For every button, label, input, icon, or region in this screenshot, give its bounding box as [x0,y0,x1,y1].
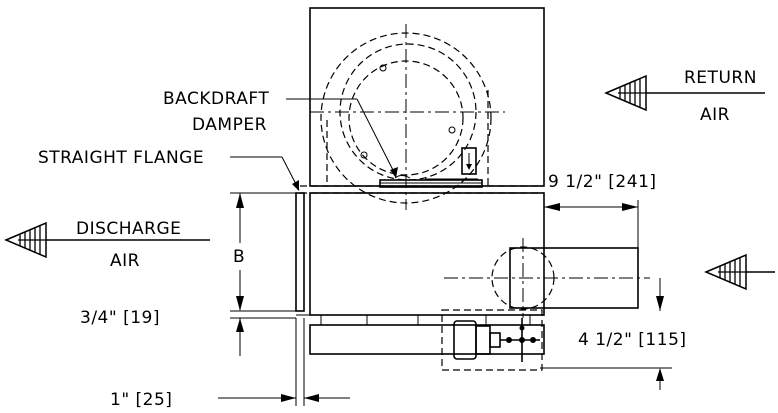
discharge-air-arrow-icon [5,222,47,258]
dimension-4-half-label: 4 1/2" [115] [578,330,687,350]
straight-flange-label: STRAIGHT FLANGE [38,148,204,168]
fan-cabinet-outline [309,7,545,187]
bolt-icon [379,64,387,72]
heater-housing [441,309,543,371]
return-air-arrow-icon [605,75,647,111]
return-air-label-line2: AIR [700,105,730,125]
return-air-label-line1: RETURN [684,68,757,88]
lower-cabinet-outline [309,192,545,316]
dimension-3-4-label: 3/4" [19] [80,308,160,328]
backdraft-damper-label-line2: DAMPER [192,115,267,135]
dimension-b-label: B [233,247,245,267]
base-rail [309,324,545,355]
dimension-9-half-label: 9 1/2" [241] [548,172,657,192]
dimension-1-label: 1" [25] [110,390,172,410]
backdraft-damper-label-line1: BACKDRAFT [163,89,269,109]
discharge-air-label-line1: DISCHARGE [76,219,181,239]
motor-box [461,147,477,175]
discharge-air-label-line2: AIR [110,251,140,271]
bolt-icon [448,126,456,134]
return-air-arrow-lower-icon [705,254,747,290]
straight-flange [295,192,305,312]
bolt-icon [360,151,368,159]
